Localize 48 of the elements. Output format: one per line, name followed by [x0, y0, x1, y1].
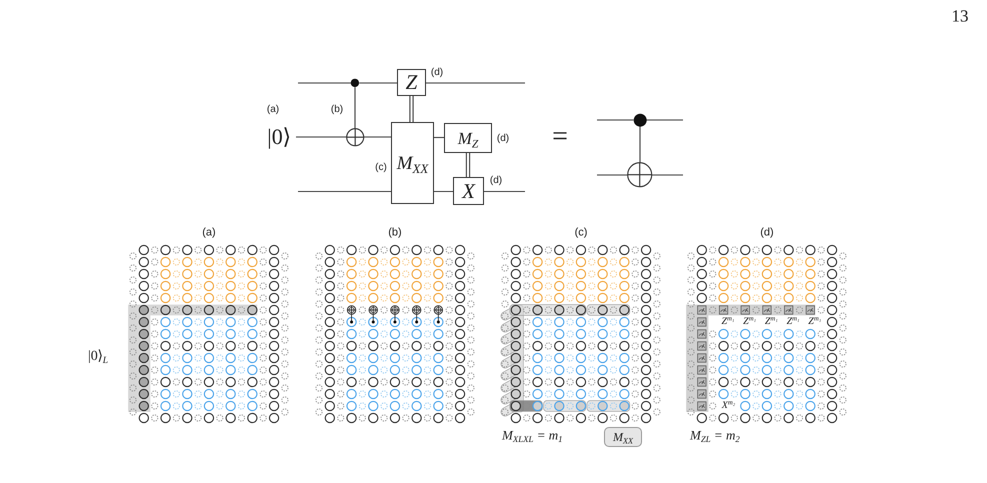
control-dot: [632, 112, 648, 128]
step-label: (a): [266, 105, 280, 115]
correction-label: Z$^{m₁}$: [764, 317, 778, 327]
correction-label: Z$^{m₁}$: [786, 317, 800, 327]
classical-wire: [466, 152, 470, 178]
control-dot: [350, 78, 360, 88]
gate-box: X: [453, 177, 484, 205]
equals-sign: =: [552, 123, 568, 151]
correction-label: Z$^{m₁}$: [721, 317, 734, 327]
panel-label: (b): [388, 228, 402, 238]
page-number: 13: [952, 8, 968, 24]
correction-label: X$^{m₂}$: [722, 401, 736, 411]
wire: [597, 119, 634, 121]
wire: [597, 174, 628, 176]
wire: [298, 190, 391, 192]
cnot-target: [627, 162, 653, 188]
correction-label: Z$^{m₁}$: [808, 317, 822, 327]
wire: [426, 82, 525, 84]
classical-wire: [409, 95, 414, 123]
wire: [296, 136, 346, 138]
cnot-target: [346, 128, 364, 146]
step-label: (d): [430, 68, 444, 78]
panel-label: (d): [760, 228, 774, 238]
wire: [652, 174, 683, 176]
correction-label: Z$^{m₁}$: [743, 317, 756, 327]
step-label: (c): [375, 163, 387, 173]
control-line: [354, 87, 356, 128]
step-label: (d): [496, 134, 510, 144]
wire: [646, 119, 683, 121]
wire: [359, 82, 397, 84]
wire: [364, 136, 391, 138]
state-label: |0⟩: [263, 124, 296, 150]
measurement-result: M$_{XLXL}$ = m$_{1}$: [502, 428, 563, 442]
control-line: [639, 126, 641, 163]
wire: [484, 190, 525, 192]
step-label: (b): [330, 105, 344, 115]
panel-label: (a): [202, 228, 216, 238]
panel-label: (c): [574, 228, 588, 238]
measurement-box: M$_{XX}$: [391, 122, 434, 204]
measurement-result: M$_{ZL}$ = m$_{2}$: [690, 428, 740, 442]
state-label: |0⟩$_{L}$: [88, 350, 108, 364]
measurement-key-box: M$_{XX}$: [604, 427, 642, 447]
measurement-box: M$_{Z}$: [444, 123, 492, 153]
step-label: (d): [490, 176, 502, 186]
wire: [298, 82, 351, 84]
wire: [434, 190, 453, 192]
gate-box: Z: [397, 69, 426, 96]
wire: [434, 136, 444, 138]
